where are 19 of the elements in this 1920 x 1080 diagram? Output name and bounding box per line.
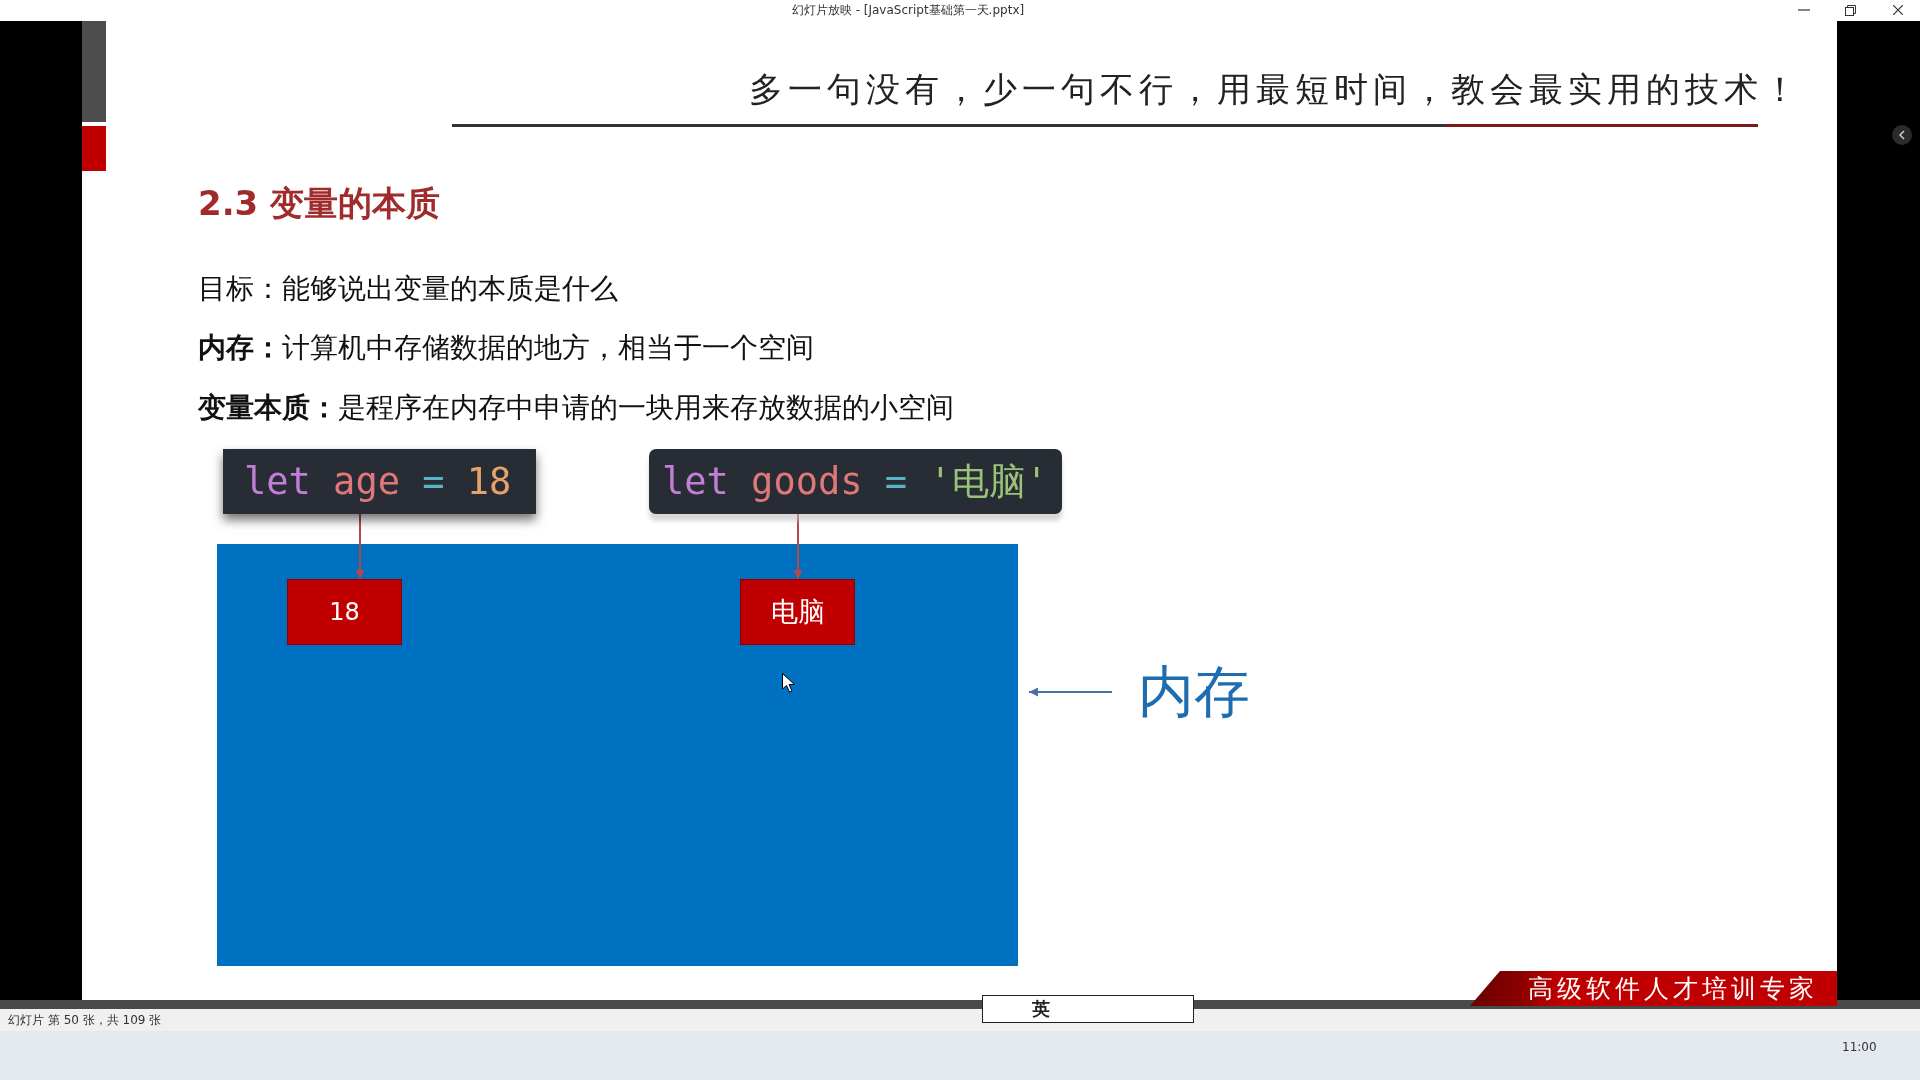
code-box: let goods = '电脑' [649, 449, 1062, 514]
window-title: 幻灯片放映 - [JavaScript基础第一天.pptx] [791, 2, 1025, 18]
memory-label: 内存 [1138, 656, 1250, 728]
arrow [793, 513, 803, 580]
value-box: 18 [287, 579, 402, 645]
ime-mode-text: 英 [1032, 998, 1050, 1020]
arrow [355, 513, 365, 580]
body-text: 变量本质：是程序在内存中申请的一块用来存放数据的小空间 [198, 390, 954, 426]
slide-title: 2.3 变量的本质 [198, 182, 441, 225]
clock-text: 11:00 [1842, 1040, 1877, 1055]
body-text: 内存：计算机中存储数据的地方，相当于一个空间 [198, 330, 814, 366]
slogan-text: 多一句没有，少一句不行，用最短时间，教会最实用的技术！ [749, 68, 1802, 110]
slide-counter: 幻灯片 第 50 张，共 109 张 [8, 1012, 162, 1028]
memory-block [217, 544, 1018, 966]
banner: 高级软件人才培训专家 [1470, 971, 1837, 1006]
arrow [1028, 687, 1113, 697]
body-text: 目标：能够说出变量的本质是什么 [198, 271, 618, 307]
code-box: let age = 18 [223, 449, 536, 514]
value-box: 电脑 [740, 579, 855, 645]
